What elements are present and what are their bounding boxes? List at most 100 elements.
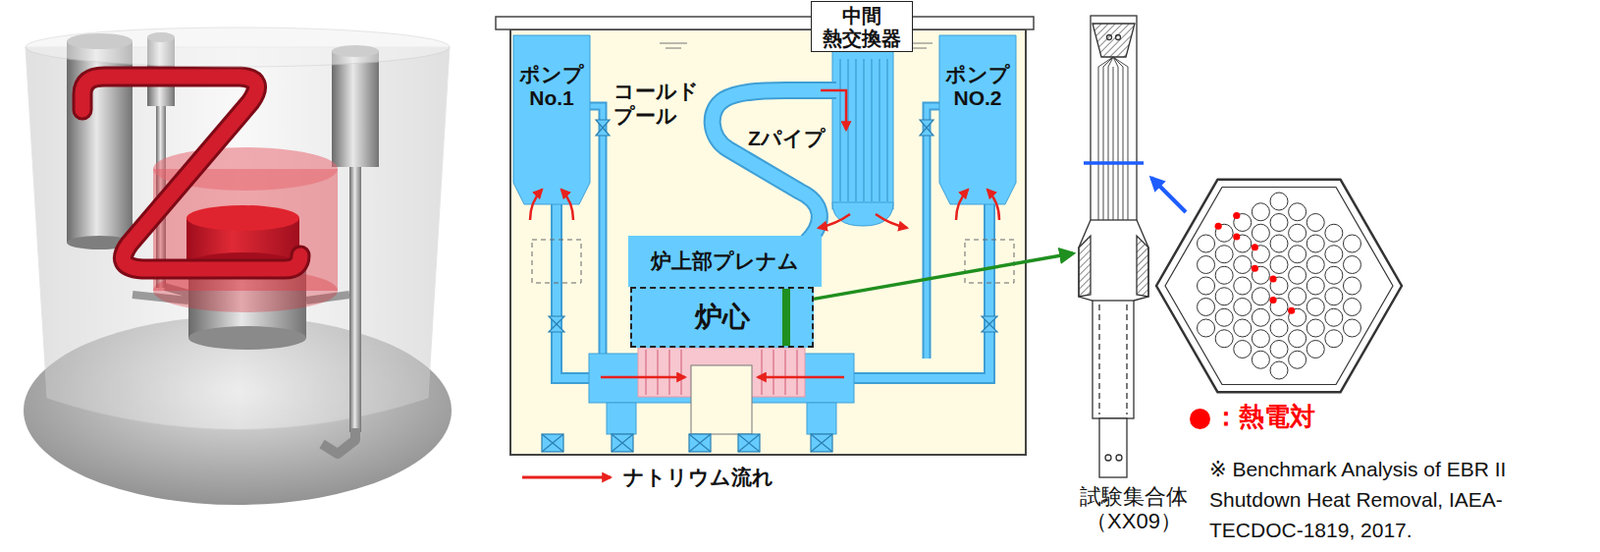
fuel-pin [1215, 245, 1233, 264]
support-block [611, 433, 634, 452]
fuel-pin [1342, 319, 1361, 337]
reactor-schematic [510, 29, 1026, 455]
test-assembly-drawing [1078, 15, 1149, 478]
thermocouple-dot [1287, 307, 1295, 315]
heat-exchanger-body [832, 202, 894, 226]
support-block [738, 433, 760, 452]
pump-box: ポンプ No.1 [512, 35, 591, 205]
fuel-pin [1233, 256, 1252, 274]
plenum-region: 炉上部プレナム [628, 235, 822, 287]
test-assembly-drawing [1099, 304, 1127, 415]
fuel-pin [1197, 276, 1216, 295]
support-block [810, 433, 833, 452]
vessel-3d-illustration [25, 27, 450, 67]
fuel-pin [1251, 350, 1270, 369]
support-block [611, 433, 634, 452]
fuel-pin [1197, 256, 1216, 274]
sodium-flow-arrow [530, 189, 542, 220]
test-assembly-drawing [1092, 300, 1134, 419]
annotation-label: ※ Benchmark Analysis of EBR II Shutdown … [1209, 453, 1595, 545]
fuel-pin [1251, 308, 1270, 326]
test-assembly-drawing [1105, 454, 1112, 461]
z-pipe [712, 90, 837, 242]
annotation-label: Zパイプ [747, 125, 837, 151]
pin-bundle-section [1156, 179, 1402, 393]
legend-dot [1189, 408, 1211, 429]
fuel-pin [1270, 319, 1288, 337]
test-assembly-drawing [1083, 160, 1144, 165]
thermocouple-dot [1269, 274, 1277, 282]
fuel-pin [1288, 266, 1307, 284]
valve-symbol [595, 119, 610, 136]
valve-symbol [919, 119, 934, 136]
fuel-pin [1233, 298, 1252, 317]
sodium-flow-arrow [987, 189, 1000, 220]
fuel-pin [1251, 223, 1270, 242]
heat-exchanger-label-box: 中間 熱交換器 [810, 0, 913, 53]
sodium-pipe [556, 196, 594, 378]
z-pipe [712, 90, 837, 242]
fuel-pin [1325, 245, 1343, 264]
dashed-outline [964, 239, 1014, 283]
vessel-3d-illustration [331, 51, 379, 167]
node-label: 中間 熱交換器 [814, 4, 909, 50]
fuel-pin [1288, 350, 1307, 369]
sodium-flow-arrow [956, 189, 968, 220]
fuel-pin [1342, 234, 1361, 253]
sodium-flow-arrow [757, 375, 845, 379]
sodium-flow-arrow [820, 90, 847, 130]
thermocouple-dot [1251, 243, 1259, 251]
fuel-pin [1270, 213, 1288, 232]
thermocouple-dot [1251, 265, 1259, 272]
fuel-pin [1270, 256, 1288, 274]
fuel-pin [1342, 298, 1361, 317]
node-label: 試験集合体 （XX09） [1074, 484, 1193, 534]
thermocouple-dot [1232, 232, 1240, 240]
fuel-pin [1342, 256, 1361, 274]
fuel-pin [1306, 213, 1325, 232]
pump-shape [939, 35, 1016, 205]
fuel-pin [1215, 308, 1233, 326]
fuel-pin [1288, 203, 1307, 221]
vessel-3d-illustration [321, 427, 356, 454]
fuel-pin [1306, 319, 1325, 337]
fuel-pin [1306, 340, 1325, 359]
fuel-pin [1306, 276, 1325, 295]
legend-arrow-sample [522, 476, 611, 480]
fuel-pin [1342, 276, 1361, 295]
valve-symbol [548, 316, 565, 332]
test-assembly-drawing [1078, 219, 1149, 301]
fuel-pin [1325, 287, 1343, 306]
test-assembly-drawing [1090, 15, 1137, 220]
node-label: 炉上部プレナム [650, 249, 800, 273]
fuel-pin [1197, 234, 1216, 253]
test-assembly-drawing [1107, 35, 1113, 41]
fuel-pin [1325, 223, 1343, 242]
fuel-pin [1288, 329, 1307, 348]
node-label: ポンプ No.1 [516, 62, 587, 109]
support-column [806, 402, 837, 434]
sodium-flow-arrow [561, 189, 574, 220]
legend-label: ナトリウム流れ [623, 463, 774, 491]
legend-label: ：熱電対 [1213, 399, 1316, 434]
sodium-flow-arrow [600, 90, 907, 377]
pump-box: ポンプ NO.2 [938, 35, 1017, 205]
fuel-pin [1197, 319, 1216, 337]
sodium-pipe [556, 106, 990, 378]
vessel-3d-illustration [25, 47, 450, 430]
test-assembly-drawing [1098, 56, 1128, 67]
test-assembly-drawing [1098, 66, 1128, 220]
heat-exchanger-body [832, 46, 894, 210]
fuel-pin [1233, 340, 1252, 359]
pin-bundle-section [1156, 179, 1402, 393]
support-column [606, 402, 637, 434]
support-block [541, 433, 564, 452]
fuel-pin [1270, 234, 1288, 253]
fuel-pin [1215, 266, 1233, 284]
fuel-pin [1306, 298, 1325, 317]
sodium-flow-arrow [875, 213, 907, 228]
z-pipe [712, 90, 837, 242]
support-block [738, 433, 760, 452]
sodium-flow-arrow [600, 375, 686, 379]
